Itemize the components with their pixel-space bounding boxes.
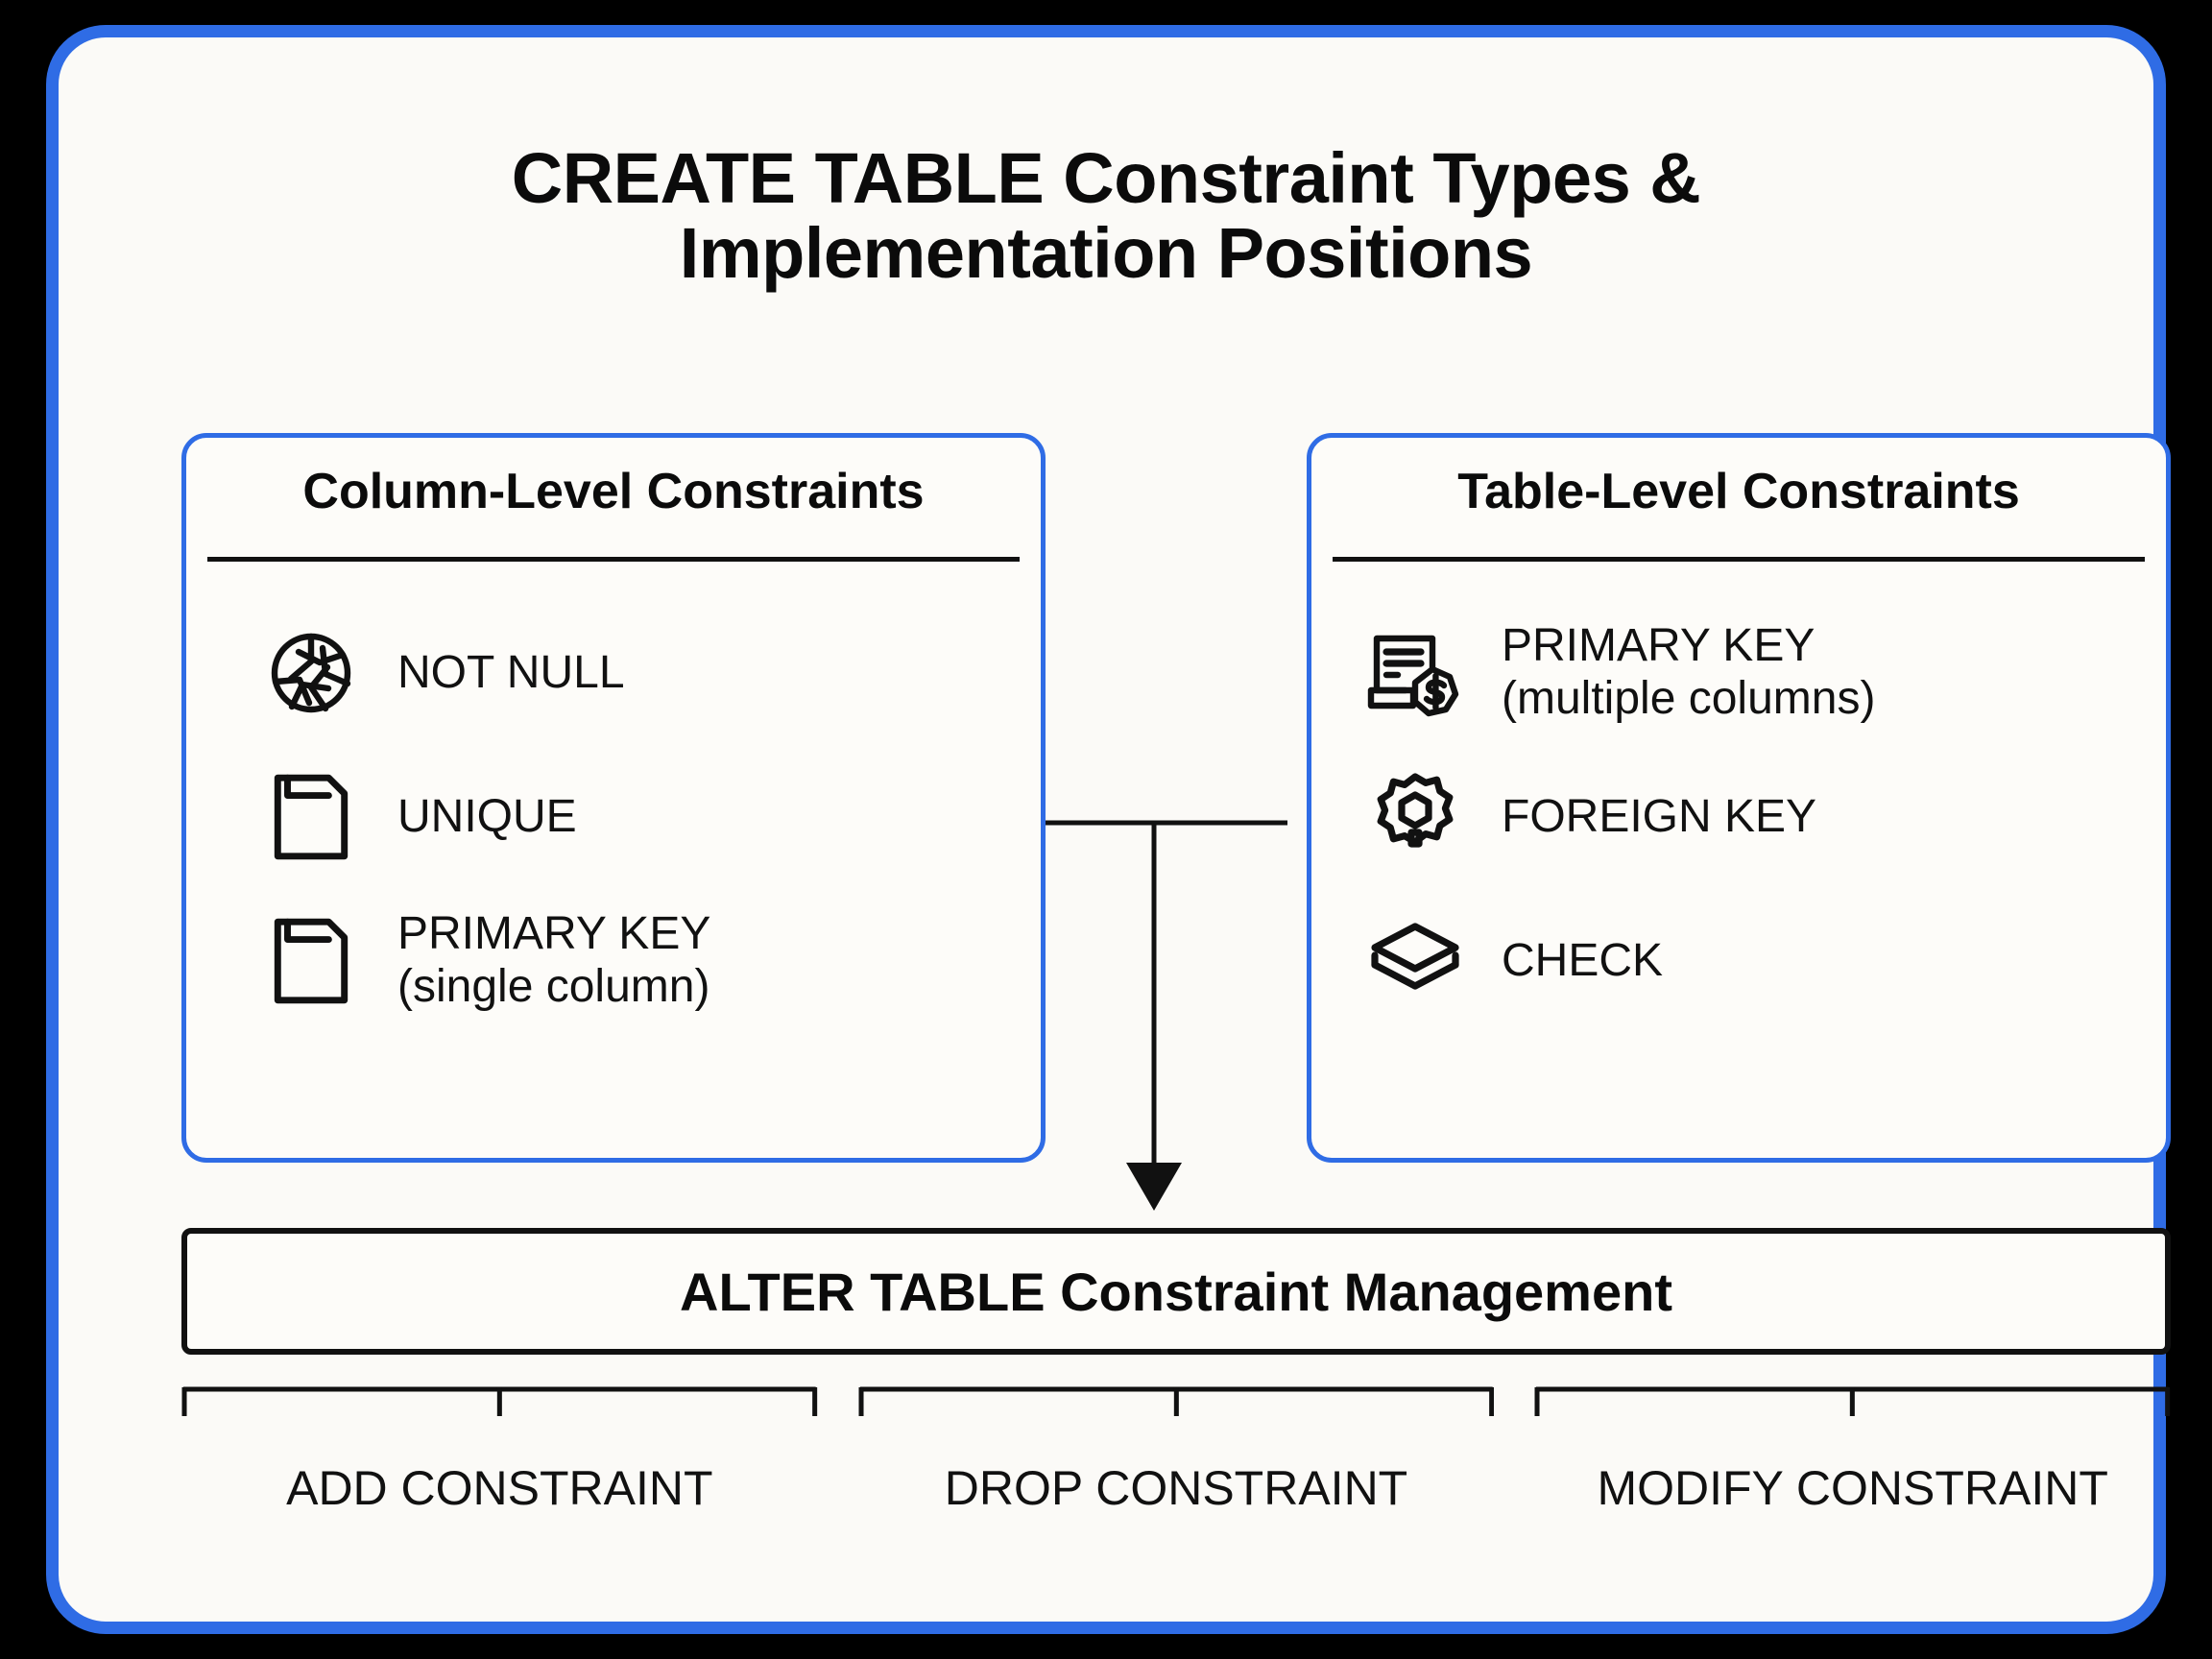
operation-modify-constraint[interactable]: MODIFY CONSTRAINT <box>1534 1385 2171 1606</box>
list-item-not-null[interactable]: NOT NULL <box>186 601 1041 745</box>
list-item-primary-key-multiple[interactable]: PRIMARY KEY (multiple columns) <box>1311 601 2166 745</box>
list-item-label: UNIQUE <box>397 790 577 842</box>
operation-label: DROP CONSTRAINT <box>944 1461 1408 1515</box>
bracket-icon <box>181 1385 818 1418</box>
operation-drop-constraint[interactable]: DROP CONSTRAINT <box>858 1385 1495 1606</box>
list-item-label: NOT NULL <box>397 646 625 698</box>
page-title: CREATE TABLE Constraint Types & Implemen… <box>59 138 2153 294</box>
layers-icon <box>1367 913 1463 1009</box>
gear-icon <box>1367 769 1463 865</box>
operation-add-constraint[interactable]: ADD CONSTRAINT <box>181 1385 818 1606</box>
invoice-dollar-icon <box>1367 625 1463 721</box>
card-column-level-constraints: Column-Level Constraints NOT NULL <box>181 433 1046 1163</box>
aperture-icon <box>263 625 359 721</box>
list-item-primary-key-single[interactable]: PRIMARY KEY (single column) <box>186 889 1041 1033</box>
list-item-label: PRIMARY KEY (multiple columns) <box>1502 620 1876 724</box>
bracket-icon <box>1534 1385 2171 1418</box>
operations-row: ADD CONSTRAINT DROP CONSTRAINT <box>181 1385 2171 1606</box>
list-item-label: PRIMARY KEY (single column) <box>397 908 711 1012</box>
title-line-2: Implementation Positions <box>679 213 1533 294</box>
card-table-level-constraints: Table-Level Constraints PRIMAR <box>1307 433 2171 1163</box>
document-icon <box>263 913 359 1009</box>
card-right-divider <box>1333 557 2145 562</box>
diagram-panel: CREATE TABLE Constraint Types & Implemen… <box>46 25 2171 1634</box>
list-item-label: CHECK <box>1502 934 1664 986</box>
list-item-label: FOREIGN KEY <box>1502 790 1817 842</box>
title-line-1: CREATE TABLE Constraint Types & <box>511 138 1701 218</box>
operation-label: MODIFY CONSTRAINT <box>1597 1461 2108 1515</box>
list-item-check[interactable]: CHECK <box>1311 889 2166 1033</box>
card-left-items: NOT NULL UNIQUE PRIMAR <box>186 582 1041 1158</box>
card-left-header: Column-Level Constraints <box>302 464 925 519</box>
list-item-foreign-key[interactable]: FOREIGN KEY <box>1311 745 2166 889</box>
document-icon <box>263 769 359 865</box>
list-item-unique[interactable]: UNIQUE <box>186 745 1041 889</box>
card-left-divider <box>207 557 1020 562</box>
alter-table-label: ALTER TABLE Constraint Management <box>680 1261 1672 1322</box>
operation-label: ADD CONSTRAINT <box>286 1461 713 1515</box>
card-right-header: Table-Level Constraints <box>1457 464 2020 519</box>
alter-table-bar[interactable]: ALTER TABLE Constraint Management <box>181 1228 2171 1355</box>
bracket-icon <box>858 1385 1495 1418</box>
card-right-items: PRIMARY KEY (multiple columns) FOREIGN K… <box>1311 582 2166 1158</box>
